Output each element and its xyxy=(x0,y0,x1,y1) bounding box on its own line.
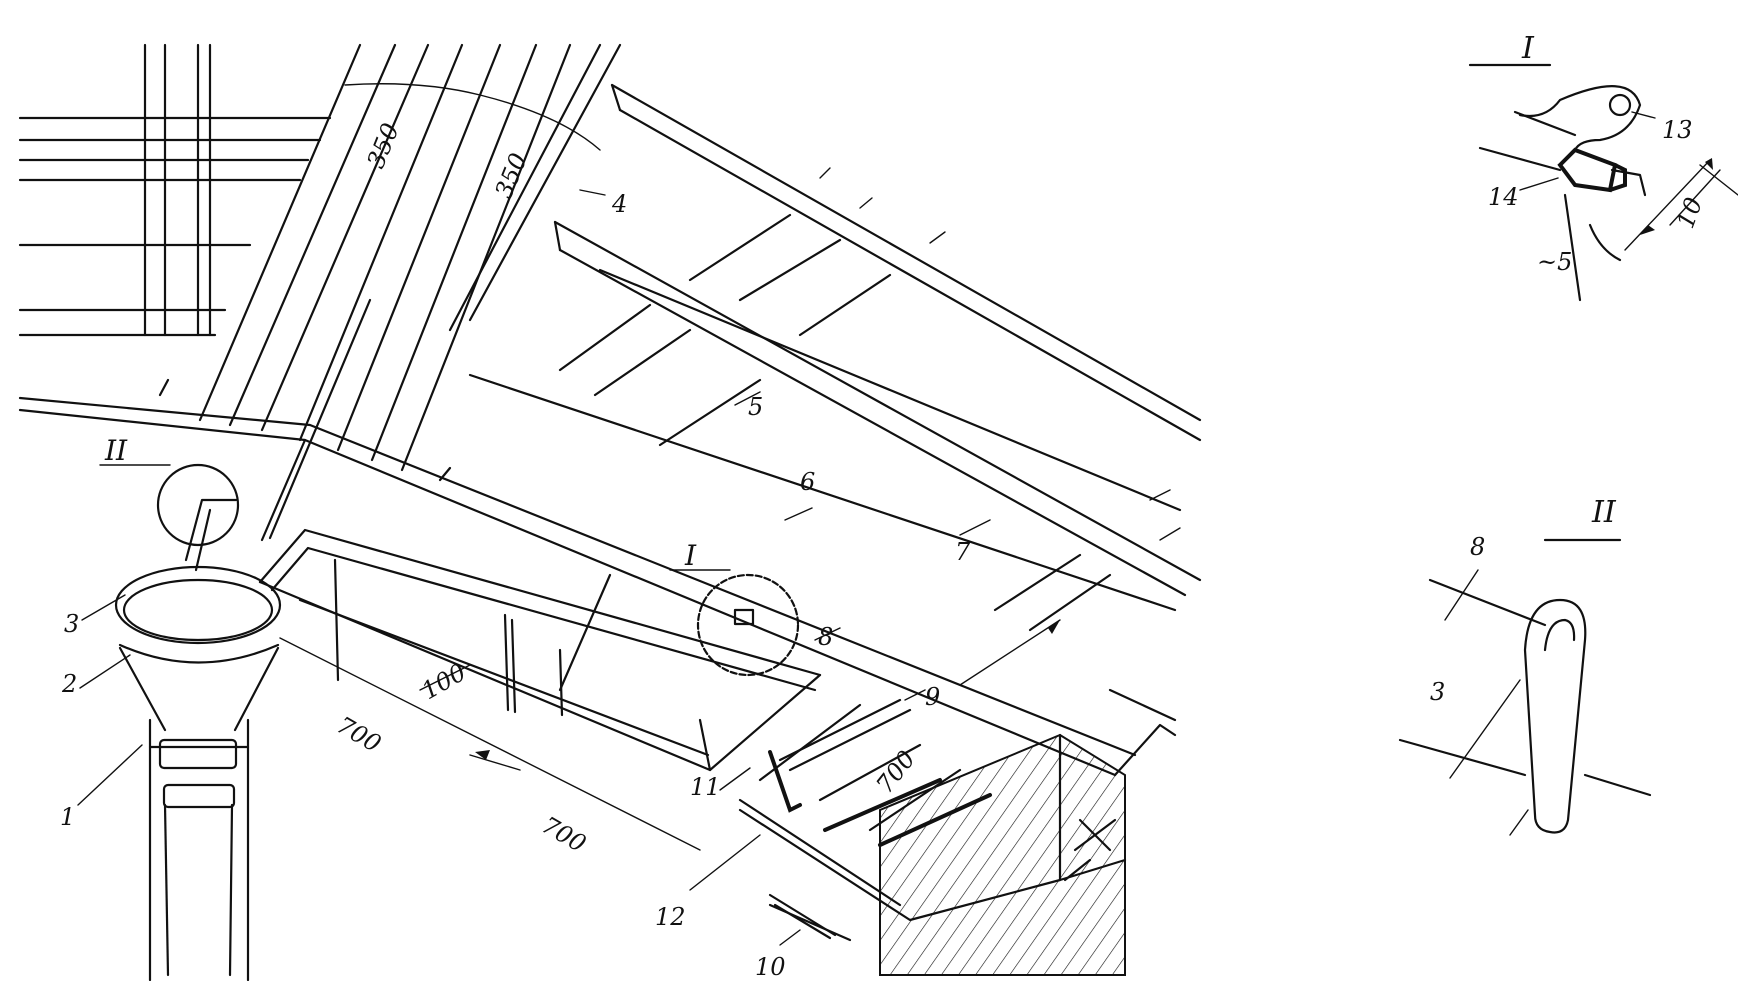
detail-II: II 8 3 xyxy=(1398,495,1652,836)
leader-lines xyxy=(77,189,991,946)
callout-3: 3 xyxy=(64,610,79,638)
detail-I-label: I xyxy=(1521,31,1535,66)
masonry-wall xyxy=(738,703,1127,976)
callout-6: 6 xyxy=(800,468,815,496)
rafters xyxy=(468,83,1202,632)
eaves-board xyxy=(18,378,1177,777)
gutter xyxy=(258,528,822,772)
window-frame xyxy=(18,43,332,337)
callout-9: 9 xyxy=(925,683,940,711)
roof-boards xyxy=(198,43,622,540)
detail-II-part-8: 8 xyxy=(1470,533,1485,561)
dim-350-b: 350 xyxy=(490,149,533,202)
hook-clip-icon xyxy=(733,608,755,626)
callout-5: 5 xyxy=(748,393,763,421)
dim-700-b: 700 xyxy=(537,811,591,858)
dimension-lines xyxy=(279,83,1061,851)
detail-I-marker: I xyxy=(684,539,697,572)
detail-II-label: II xyxy=(1591,495,1617,530)
callout-12: 12 xyxy=(655,903,686,931)
callout-10: 10 xyxy=(755,953,786,981)
dim-350-a: 350 xyxy=(362,119,405,172)
callout-11: 11 xyxy=(690,773,721,801)
callout-14: 14 xyxy=(1488,183,1519,211)
callout-13: 13 xyxy=(1662,116,1693,144)
detail-II-part-3: 3 xyxy=(1430,678,1445,706)
detail-I-circle xyxy=(696,573,800,677)
detail-II-circle xyxy=(156,463,240,547)
detail-circles xyxy=(156,463,800,677)
detail-II-marker: II xyxy=(104,434,128,467)
dim-700-a: 700 xyxy=(332,711,386,758)
funnel-downpipe xyxy=(114,498,282,982)
dim-5: ~5 xyxy=(1537,248,1572,276)
dim-100: 100 xyxy=(417,658,471,705)
callout-8: 8 xyxy=(818,623,833,651)
hooks-brackets xyxy=(768,698,992,940)
detail-markers: II I xyxy=(104,434,697,572)
callout-7: 7 xyxy=(955,538,971,566)
callout-4: 4 xyxy=(611,190,627,218)
callout-2: 2 xyxy=(61,670,77,698)
detail-I: I 13 14 ~5 10 xyxy=(1468,31,1738,302)
callout-1: 1 xyxy=(60,803,75,831)
callout-numbers: 1 2 3 4 5 6 7 8 9 10 11 12 xyxy=(60,190,971,981)
dim-10: 10 xyxy=(1671,194,1708,232)
